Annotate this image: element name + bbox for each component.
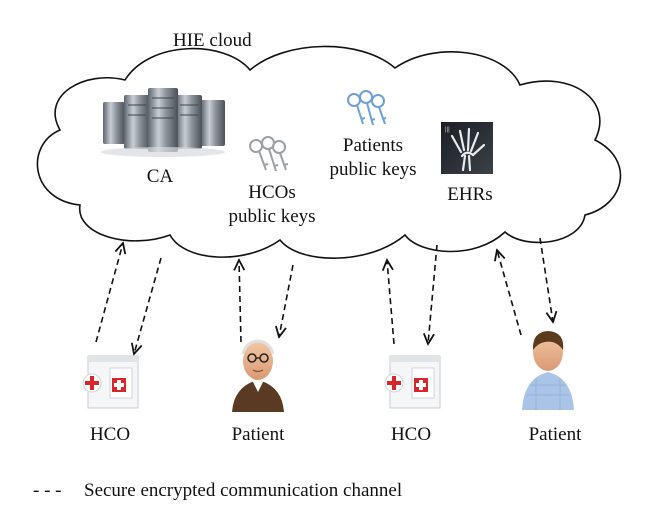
patient-keys-icon bbox=[347, 90, 387, 126]
patient-label: Patient bbox=[528, 424, 582, 445]
hco-keys-label-line2: public keys bbox=[228, 206, 316, 227]
hco-keys-icon bbox=[249, 136, 289, 172]
hospital-icon bbox=[384, 355, 441, 409]
patient-keys-label-line2: public keys bbox=[329, 159, 417, 180]
server-rack-icon bbox=[101, 88, 225, 157]
patient-keys-label-line1: Patients bbox=[342, 135, 404, 156]
svg-text:|||: ||| bbox=[445, 127, 450, 133]
patient-icon bbox=[522, 331, 574, 410]
ehr-label: EHRs bbox=[447, 184, 493, 205]
hospital-icon bbox=[82, 355, 139, 409]
hco-keys-label-line1: HCOs bbox=[248, 182, 296, 203]
ca-label: CA bbox=[146, 166, 174, 187]
xray-icon: ||| bbox=[441, 122, 493, 174]
patient-label: Patient bbox=[231, 424, 285, 445]
hco-label: HCO bbox=[390, 424, 432, 445]
communication-channels bbox=[95, 237, 553, 354]
cloud-title: HIE cloud bbox=[173, 30, 252, 51]
legend-text: Secure encrypted communication channel bbox=[84, 480, 403, 501]
hco-label: HCO bbox=[89, 424, 131, 445]
legend-symbol: - - - bbox=[33, 480, 62, 501]
elderly-patient-icon bbox=[232, 339, 284, 412]
